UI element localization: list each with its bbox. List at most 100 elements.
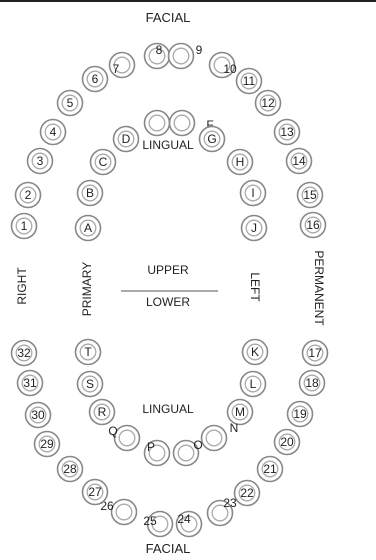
tooth-number: 28 <box>63 462 77 476</box>
tooth-2[interactable]: 2 <box>16 183 41 208</box>
tooth-number: 19 <box>293 407 307 421</box>
tooth-J[interactable]: J <box>242 216 267 241</box>
tooth-K[interactable]: K <box>243 340 268 365</box>
tooth-I[interactable]: I <box>241 181 266 206</box>
tooth-number: 8 <box>156 43 163 57</box>
tooth-23[interactable]: 23 <box>208 496 237 526</box>
tooth-number: 5 <box>67 96 74 110</box>
tooth-number: 25 <box>143 514 157 528</box>
tooth-number: I <box>251 186 254 200</box>
tooth-4[interactable]: 4 <box>41 120 66 145</box>
facial-top-label: FACIAL <box>146 10 191 25</box>
tooth-number: 31 <box>23 376 37 390</box>
tooth-5[interactable]: 5 <box>58 91 83 116</box>
tooth-H[interactable]: H <box>228 150 253 175</box>
tooth-number: O <box>193 438 202 452</box>
tooth-15[interactable]: 15 <box>298 183 323 208</box>
tooth-10[interactable]: 10 <box>210 53 237 78</box>
tooth-S[interactable]: S <box>78 372 103 397</box>
tooth-21[interactable]: 21 <box>258 457 283 482</box>
tooth-16[interactable]: 16 <box>301 213 326 238</box>
tooth-6[interactable]: 6 <box>83 67 108 92</box>
tooth-number: 4 <box>50 125 57 139</box>
tooth-number: 30 <box>31 408 45 422</box>
tooth-outer-ring <box>170 111 195 136</box>
tooth-number: 3 <box>37 154 44 168</box>
tooth-T[interactable]: T <box>76 340 101 365</box>
tooth-8[interactable]: 8 <box>145 43 170 69</box>
tooth-outer-ring <box>112 500 137 525</box>
permanent-label: PERMANENT <box>312 250 326 326</box>
tooth-number: 17 <box>308 346 322 360</box>
tooth-28[interactable]: 28 <box>58 457 83 482</box>
tooth-19[interactable]: 19 <box>288 402 313 427</box>
upper-label: UPPER <box>147 263 189 277</box>
tooth-18[interactable]: 18 <box>300 371 325 396</box>
tooth-17[interactable]: 17 <box>303 341 328 366</box>
tooth-number: 21 <box>263 462 277 476</box>
tooth-1[interactable]: 1 <box>12 214 37 239</box>
tooth-9[interactable]: 9 <box>169 43 203 69</box>
tooth-32[interactable]: 32 <box>12 341 37 366</box>
tooth-number: 12 <box>261 96 275 110</box>
tooth-number: 6 <box>92 72 99 86</box>
tooth-N[interactable]: N <box>202 421 239 451</box>
tooth-30[interactable]: 30 <box>26 403 51 428</box>
tooth-number: C <box>99 155 108 169</box>
tooth-number: J <box>251 221 257 235</box>
tooth-number: R <box>98 405 107 419</box>
tooth-number: S <box>86 377 94 391</box>
tooth-number: 15 <box>303 188 317 202</box>
tooth-D[interactable]: D <box>114 127 139 152</box>
left-side-label: LEFT <box>248 272 262 302</box>
tooth-number: 18 <box>305 376 319 390</box>
primary-label: PRIMARY <box>80 262 94 316</box>
tooth-12[interactable]: 12 <box>256 91 281 116</box>
tooth-13[interactable]: 13 <box>275 120 300 145</box>
tooth-number: 32 <box>17 346 31 360</box>
tooth-number: 29 <box>40 437 54 451</box>
tooth-number: 24 <box>177 512 191 526</box>
tooth-number: 16 <box>306 218 320 232</box>
tooth-11[interactable]: 11 <box>237 69 262 94</box>
tooth-R[interactable]: R <box>90 400 115 425</box>
tooth-A[interactable]: A <box>76 216 101 241</box>
lingual-lower-label: LINGUAL <box>142 402 194 416</box>
tooth-number: L <box>250 377 257 391</box>
tooth-G[interactable]: G <box>200 127 225 152</box>
tooth-P[interactable]: P <box>145 440 170 466</box>
tooth-L[interactable]: L <box>241 372 266 397</box>
tooth-number: 13 <box>280 125 294 139</box>
tooth-3[interactable]: 3 <box>28 149 53 174</box>
lingual-upper-label: LINGUAL <box>142 138 194 152</box>
tooth-number: G <box>207 132 216 146</box>
tooth-number: A <box>84 221 92 235</box>
tooth-7[interactable]: 7 <box>110 53 135 78</box>
tooth-number: M <box>235 405 245 419</box>
tooth-14[interactable]: 14 <box>287 149 312 174</box>
tooth-C[interactable]: C <box>91 150 116 175</box>
tooth-O[interactable]: O <box>174 438 203 466</box>
tooth-27[interactable]: 27 <box>83 480 108 505</box>
tooth-number: D <box>122 132 131 146</box>
tooth-number: B <box>86 186 94 200</box>
facial-bottom-label: FACIAL <box>146 541 191 556</box>
tooth-25[interactable]: 25 <box>143 512 172 537</box>
tooth-20[interactable]: 20 <box>275 430 300 455</box>
tooth-22[interactable]: 22 <box>235 481 260 506</box>
tooth-number: 9 <box>196 43 203 57</box>
tooth-24[interactable]: 24 <box>177 512 202 537</box>
tooth-number: N <box>230 421 239 435</box>
tooth-number: 14 <box>292 154 306 168</box>
lower-label: LOWER <box>146 295 190 309</box>
tooth-31[interactable]: 31 <box>18 371 43 396</box>
tooth-Q[interactable]: Q <box>108 424 139 451</box>
tooth-26[interactable]: 26 <box>100 499 136 525</box>
tooth-outer-ring <box>115 426 140 451</box>
tooth-B[interactable]: B <box>78 181 103 206</box>
tooth-number: 27 <box>88 485 102 499</box>
tooth-29[interactable]: 29 <box>35 432 60 457</box>
tooth-number: T <box>84 345 92 359</box>
